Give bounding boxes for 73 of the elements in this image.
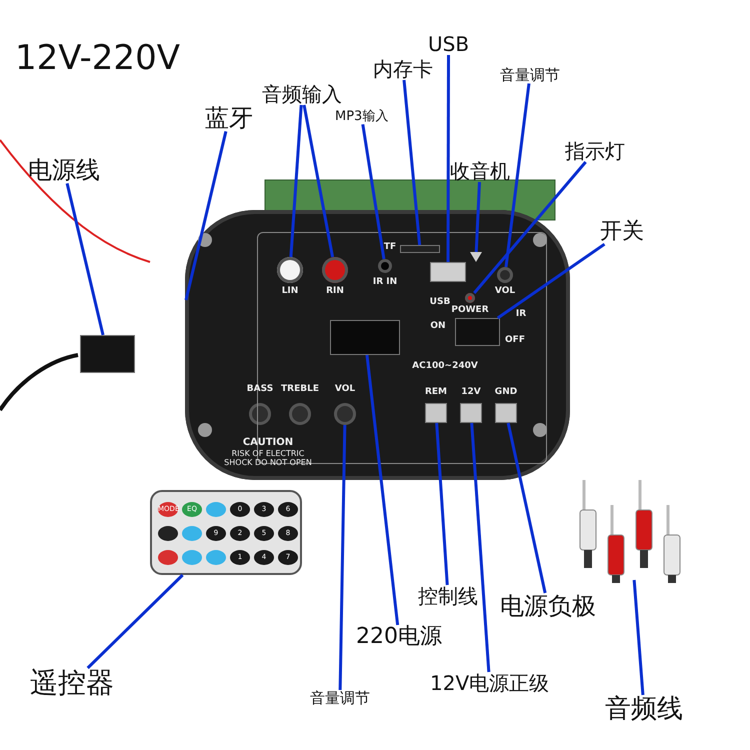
screw-terminal — [460, 403, 482, 423]
leader-line — [361, 124, 386, 260]
audio-jack — [322, 257, 348, 283]
knob — [289, 403, 311, 425]
card-slot — [400, 245, 440, 253]
screw-terminal — [495, 403, 517, 423]
indicator-led — [465, 293, 475, 303]
printed-label: GND — [494, 388, 518, 398]
printed-label: AC100~240V — [412, 362, 478, 372]
callout-label: MP3输入 — [335, 110, 388, 124]
power-socket — [330, 320, 400, 355]
remote-control — [150, 490, 302, 575]
leader-line — [86, 574, 184, 670]
printed-label: ON — [430, 322, 446, 332]
power-plug — [80, 335, 135, 373]
volume-button — [497, 267, 513, 283]
printed-label: POWER — [451, 306, 489, 316]
leader-line — [402, 80, 422, 246]
leader-line — [66, 183, 104, 336]
callout-label: 12V电源正级 — [430, 672, 550, 694]
callout-label: 220电源 — [356, 625, 442, 650]
knob — [249, 403, 271, 425]
leader-line — [184, 131, 228, 300]
printed-label: IR — [516, 310, 526, 320]
callout-label: 音频输入 — [262, 83, 342, 105]
title: 12V-220V — [15, 40, 180, 78]
callout-label: 音量调节 — [310, 690, 370, 706]
callout-label: 蓝牙 — [205, 105, 253, 132]
printed-label: CAUTION — [242, 437, 294, 448]
leader-line — [470, 422, 490, 672]
leader-line — [338, 424, 346, 690]
audio-jack — [277, 257, 303, 283]
printed-label: USB — [430, 298, 450, 308]
callout-label: 音量调节 — [500, 67, 560, 84]
callout-label: 开关 — [600, 220, 644, 244]
printed-label: RISK OF ELECTRIC SHOCK DO NOT OPEN — [223, 450, 313, 468]
printed-label: VOL — [494, 287, 516, 297]
amplifier-board — [185, 210, 570, 480]
screw-terminal — [425, 403, 447, 423]
volume-knob — [334, 403, 356, 425]
leader-line — [435, 422, 449, 586]
callout-label: 收音机 — [450, 160, 510, 182]
callout-label: USB — [428, 33, 470, 55]
leader-line — [496, 242, 606, 320]
printed-label: VOL — [334, 385, 356, 395]
printed-label: IR IN — [372, 278, 398, 288]
printed-label: BASS — [246, 385, 274, 395]
callout-label: 电源线 — [28, 157, 100, 184]
antenna-mark — [470, 252, 482, 262]
callout-label: 指示灯 — [565, 140, 625, 162]
callout-label: 电源负极 — [500, 593, 596, 620]
leader-line — [473, 161, 587, 294]
printed-label: OFF — [505, 336, 525, 346]
leader-line — [366, 354, 400, 626]
printed-label: RIN — [326, 287, 344, 297]
leader-line — [506, 422, 547, 594]
printed-label: 12V — [461, 388, 481, 398]
leader-line — [632, 580, 644, 696]
callout-label: 控制线 — [418, 585, 478, 607]
callout-label: 内存卡 — [373, 58, 433, 80]
leader-line — [302, 104, 334, 258]
leader-line — [446, 55, 450, 262]
printed-label: TREBLE — [281, 385, 319, 395]
rocker-switch — [455, 318, 500, 346]
usb-port — [430, 262, 466, 282]
printed-label: REM — [424, 388, 448, 398]
printed-label: LIN — [282, 287, 298, 297]
leader-line — [504, 83, 530, 268]
leader-line — [289, 104, 303, 258]
callout-label: 遥控器 — [30, 668, 114, 699]
printed-label: TF — [384, 243, 396, 253]
callout-label: 音频线 — [605, 695, 683, 724]
ir-jack — [378, 259, 392, 273]
